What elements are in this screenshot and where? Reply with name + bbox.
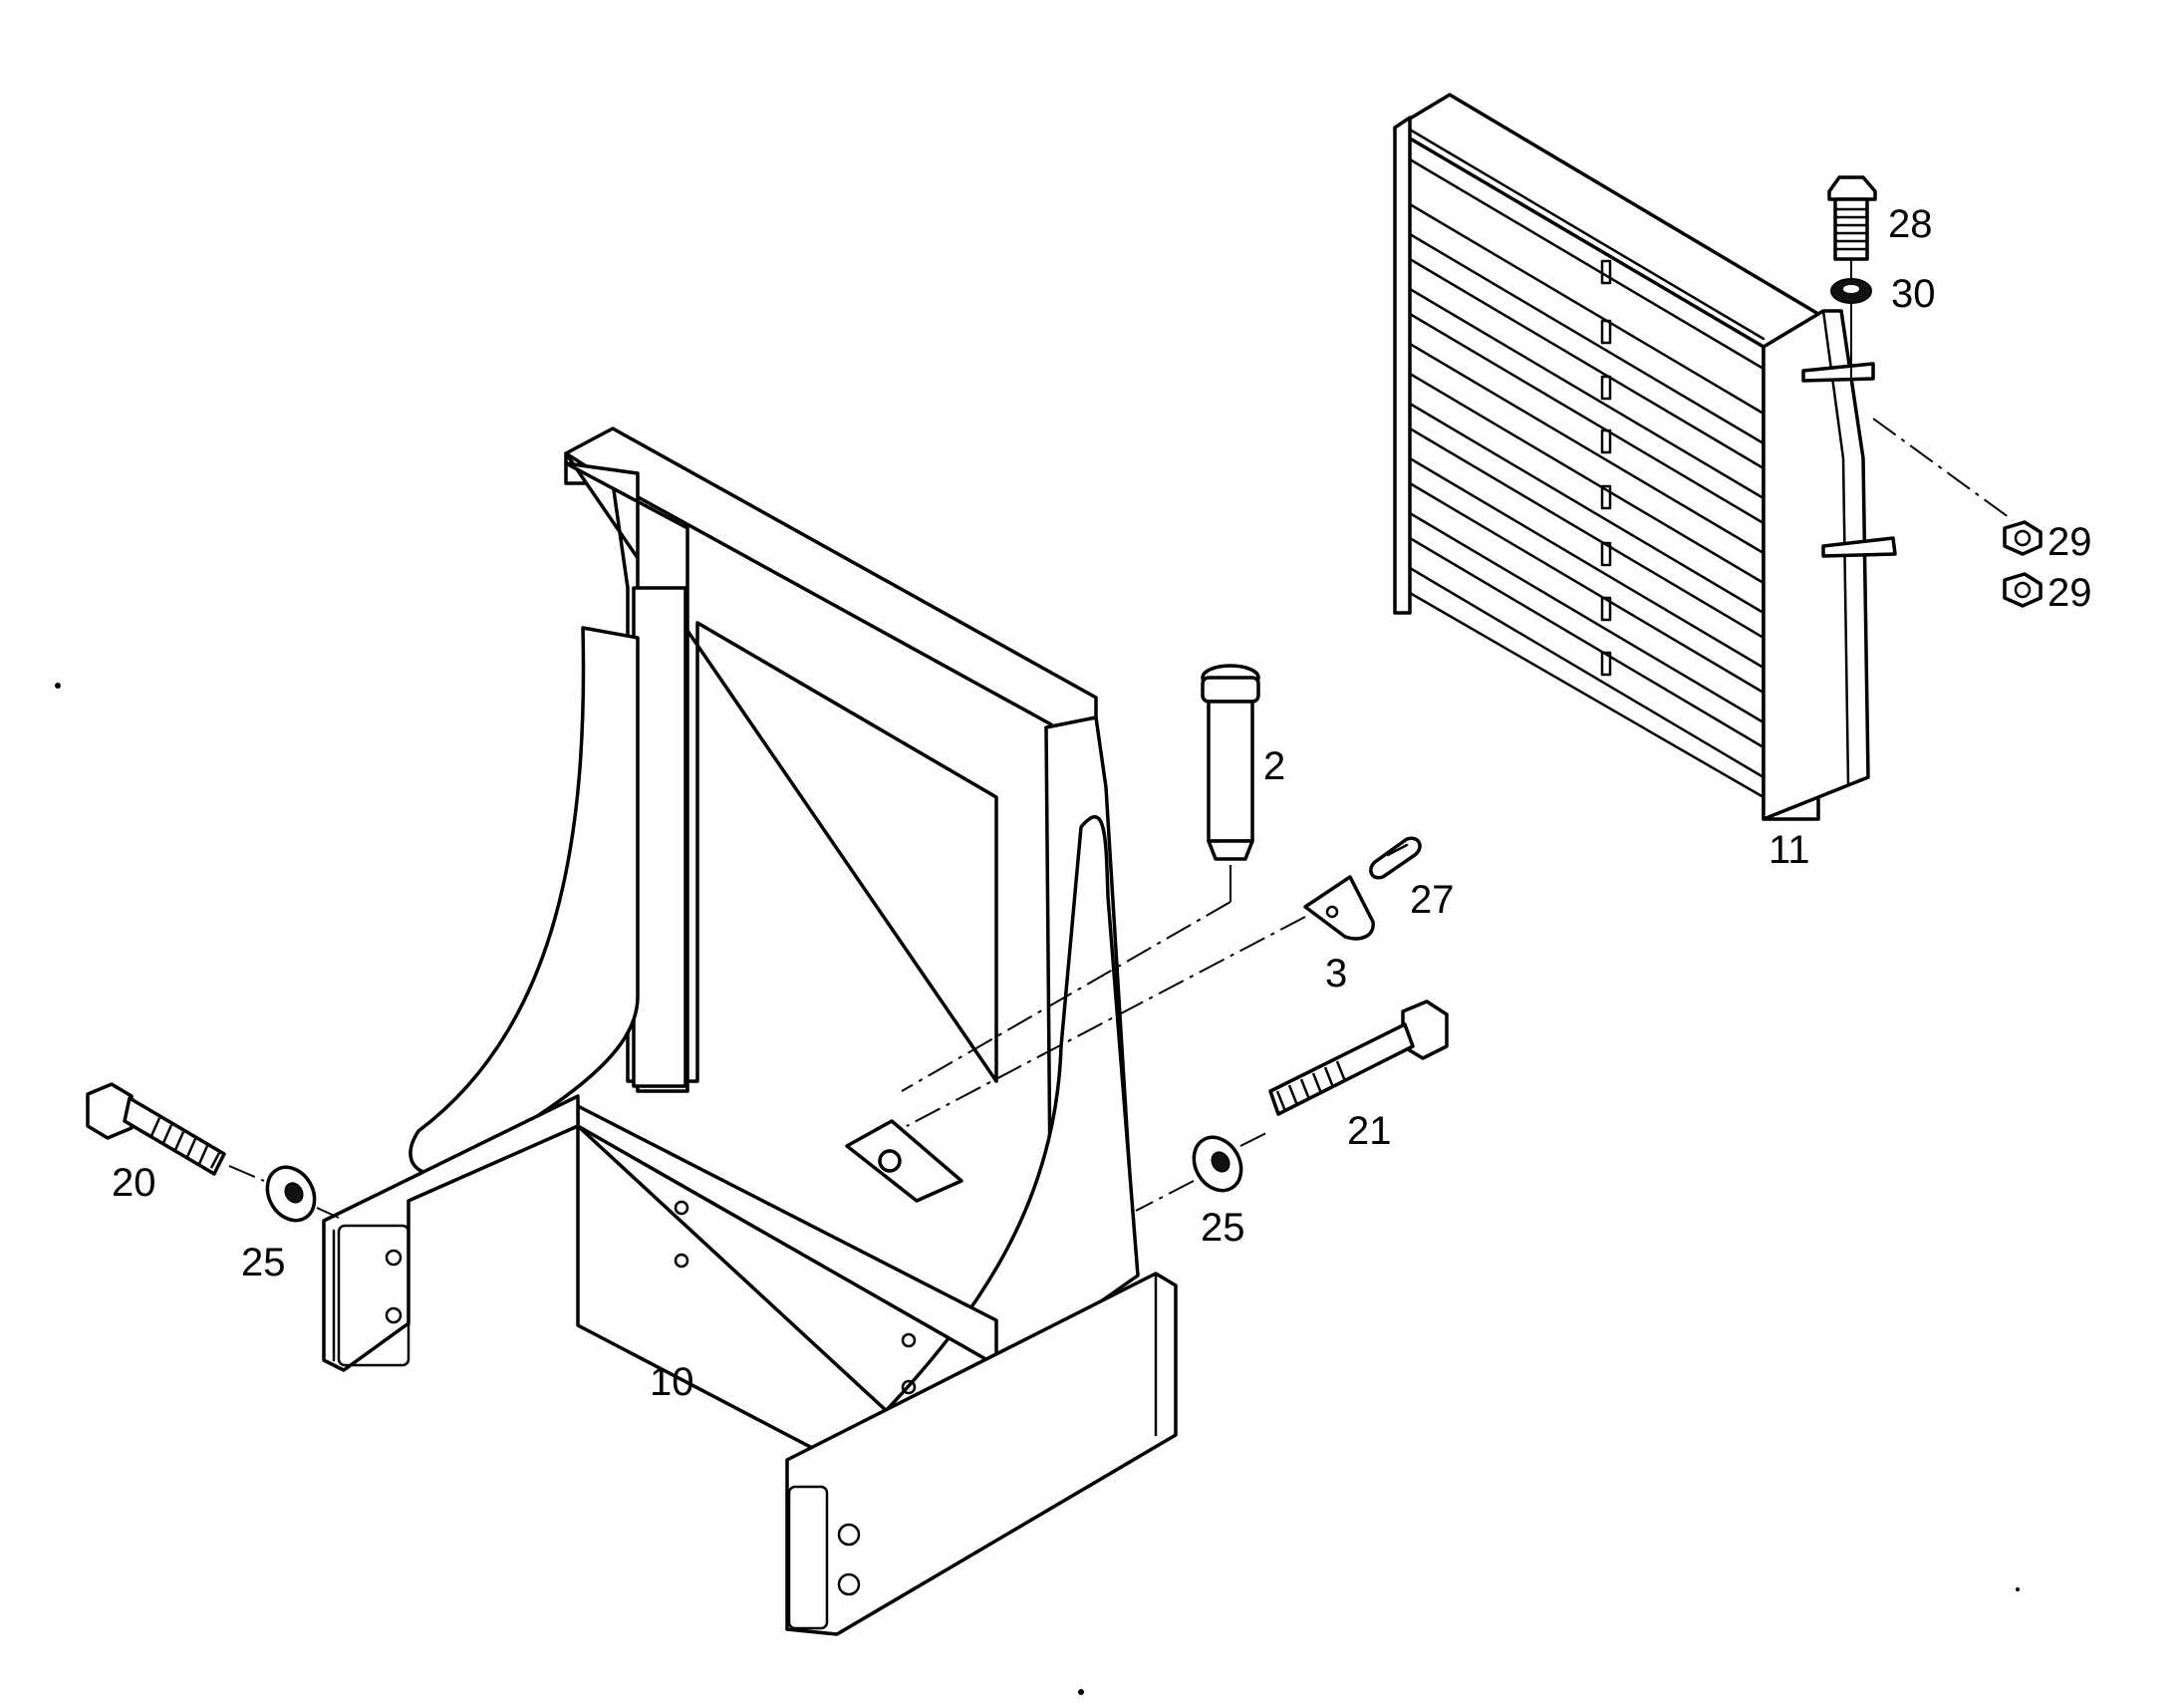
washer-part-30 [1830,278,1872,304]
label-part-25-left: 25 [241,1241,286,1284]
label-part-11: 11 [1769,828,1810,872]
clip-part-27 [1369,836,1422,880]
grille-part-11 [1393,93,1897,821]
label-part-27: 27 [1410,878,1455,922]
frame-part-10 [322,426,1178,1636]
label-part-10: 10 [650,1360,694,1404]
washer-part-25-left [265,1165,317,1223]
nut-part-29-lower [2003,572,2043,608]
scan-speck [55,683,61,689]
label-part-29-lower: 29 [2048,571,2092,615]
label-part-25-right: 25 [1201,1206,1245,1250]
scan-speck [2016,1587,2020,1591]
bolt-part-21 [1268,999,1449,1116]
washer-part-25-right [1192,1135,1243,1193]
bolt-part-20 [86,1082,226,1176]
label-part-30: 30 [1891,272,1936,316]
nut-part-29-upper [2003,520,2043,556]
label-part-20: 20 [112,1161,156,1205]
scan-speck [1078,1689,1084,1695]
label-part-2: 2 [1263,744,1285,788]
bolt-part-28 [1827,175,1877,261]
plate-part-3 [1303,875,1375,941]
label-part-21: 21 [1347,1109,1392,1153]
label-part-28: 28 [1888,202,1933,246]
pin-part-2 [1201,664,1260,861]
label-part-3: 3 [1325,952,1347,995]
label-part-29-upper: 29 [2048,520,2092,564]
